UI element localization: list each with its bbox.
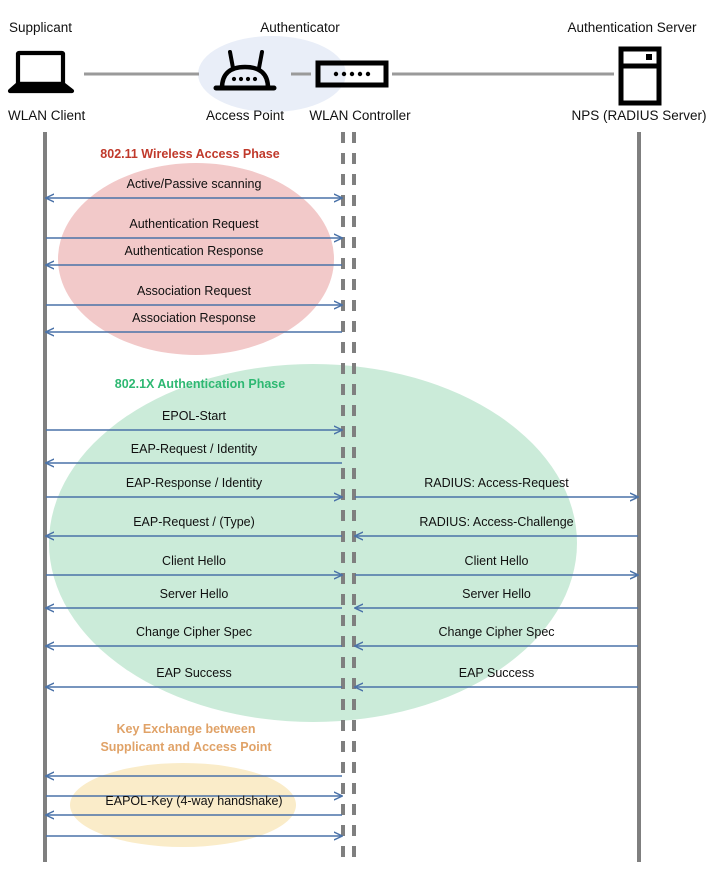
wlan-controller-icon	[315, 60, 389, 88]
device-label-wlan-controller: WLAN Controller	[309, 108, 411, 123]
phase-ellipse-key-exchange	[70, 763, 296, 847]
phase-label-wireless-access: 802.11 Wireless Access Phase	[100, 147, 280, 161]
device-label-nps: NPS (RADIUS Server)	[571, 108, 707, 123]
device-label-wlan-client: WLAN Client	[8, 108, 86, 123]
laptop-icon	[7, 50, 75, 94]
message-label-left-0: Active/Passive scanning	[126, 177, 262, 191]
message-label-left-5: EPOL-Start	[162, 409, 226, 423]
message-label-right-1: RADIUS: Access-Challenge	[419, 515, 574, 529]
message-label-right-2: Client Hello	[464, 554, 529, 568]
message-label-left-6: EAP-Request / Identity	[130, 442, 258, 456]
message-label-left-15: EAPOL-Key (4-way handshake)	[105, 794, 283, 808]
role-label-supplicant: Supplicant	[9, 20, 73, 35]
wireless-router-icon	[213, 50, 277, 91]
message-label-right-3: Server Hello	[462, 587, 531, 601]
phase-label-dot1x: 802.1X Authentication Phase	[114, 377, 286, 391]
authenticator-group-ellipse	[198, 36, 346, 112]
message-label-left-10: Server Hello	[159, 587, 229, 601]
phase-label-key-exchange-line1: Key Exchange between	[116, 722, 256, 736]
rack-server-icon	[618, 46, 662, 106]
message-label-left-1: Authentication Request	[129, 217, 259, 231]
message-label-left-2: Authentication Response	[124, 244, 264, 258]
message-label-left-3: Association Request	[137, 284, 251, 298]
role-label-auth-server: Authentication Server	[567, 20, 697, 35]
message-label-left-11: Change Cipher Spec	[135, 625, 253, 639]
message-label-left-8: EAP-Request / (Type)	[133, 515, 255, 529]
message-label-right-4: Change Cipher Spec	[438, 625, 555, 639]
message-label-right-5: EAP Success	[458, 666, 535, 680]
message-label-left-7: EAP-Response / Identity	[125, 476, 263, 490]
phase-label-key-exchange-line2: Supplicant and Access Point	[100, 740, 272, 754]
message-label-left-4: Association Response	[132, 311, 256, 325]
message-label-right-0: RADIUS: Access-Request	[424, 476, 569, 490]
phase-ellipse-wireless-access	[58, 163, 334, 355]
device-label-access-point: Access Point	[205, 108, 285, 123]
message-label-left-9: Client Hello	[162, 554, 226, 568]
phase-ellipse-dot1x	[49, 364, 577, 722]
role-label-authenticator: Authenticator	[260, 20, 340, 35]
message-label-left-12: EAP Success	[156, 666, 232, 680]
